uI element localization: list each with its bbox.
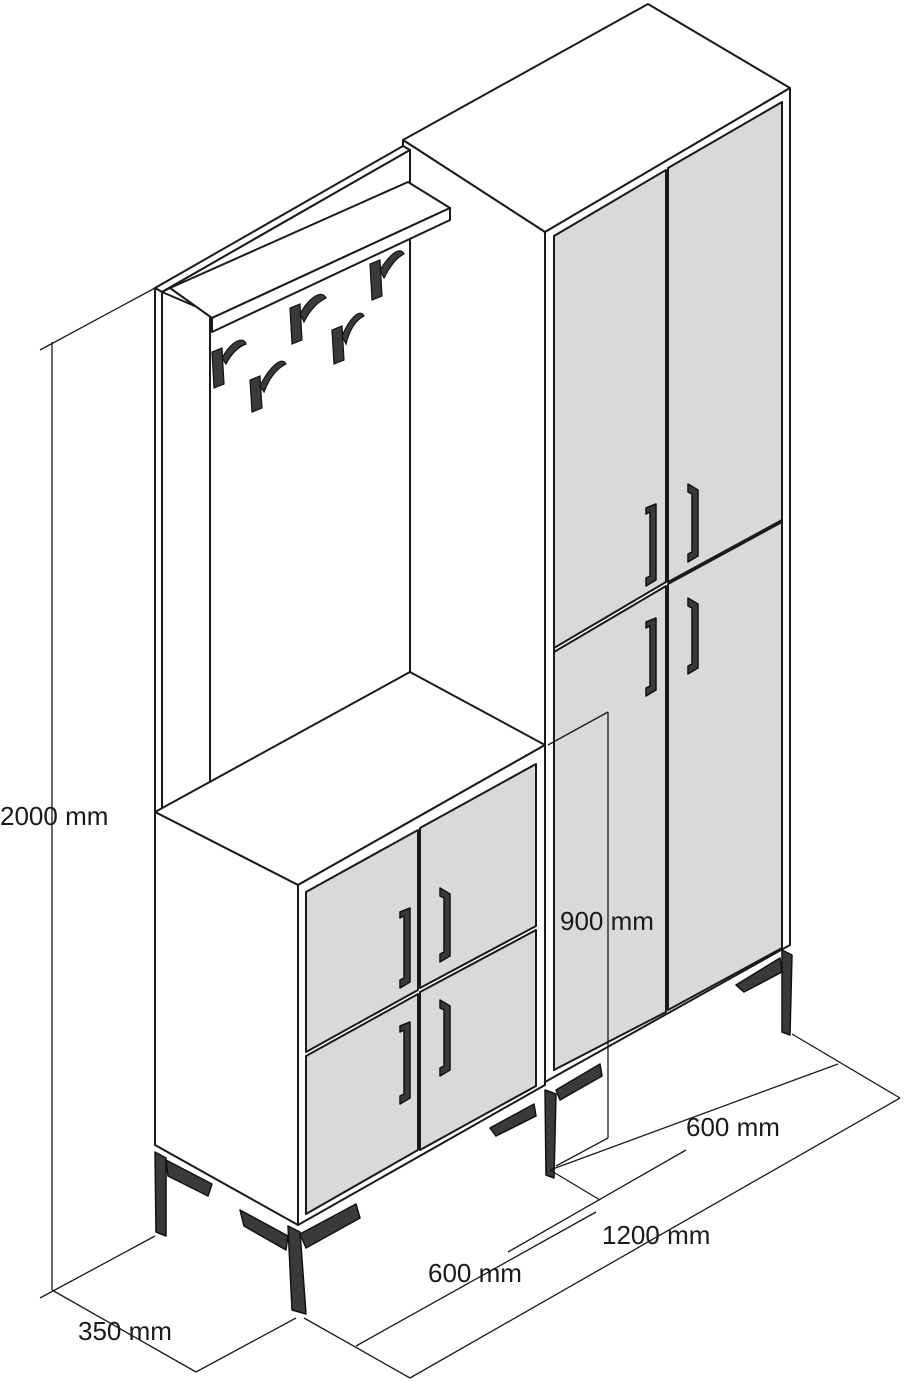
height-total-label: 2000 mm [0,801,108,831]
wardrobe-legs [489,949,793,1179]
width-total-label: 1200 mm [602,1220,710,1250]
wardrobe-door-bottom-right [667,521,783,1011]
wardrobe-door-top-right [667,101,783,583]
cabinet-door-bottom-left [305,993,419,1215]
shoe-cabinet [154,671,546,1315]
wardrobe-handles [645,483,699,697]
hook-3 [289,293,327,345]
width-right-label: 600 mm [686,1112,780,1142]
tall-wardrobe [402,3,793,1179]
hook-5 [369,250,405,301]
hook-1 [211,339,247,389]
wardrobe-door-top-left [553,169,667,649]
cabinet-handles [399,887,451,1105]
wardrobe-door-bottom-left [553,585,667,1071]
height-lower-label: 900 mm [560,906,654,936]
hall-stand [154,145,451,833]
hook-2 [249,360,287,413]
hook-4 [331,312,365,365]
cabinet-door-bottom-right [419,929,537,1151]
dimension-lines [39,287,901,1379]
width-left-label: 600 mm [428,1258,522,1288]
cabinet-legs [154,1151,361,1315]
dimension-labels: 2000 mm 350 mm 600 mm 1200 mm 600 mm 900… [0,801,780,1346]
coat-hooks [211,250,405,413]
cabinet-door-top-left [305,829,419,1053]
depth-label: 350 mm [78,1316,172,1346]
